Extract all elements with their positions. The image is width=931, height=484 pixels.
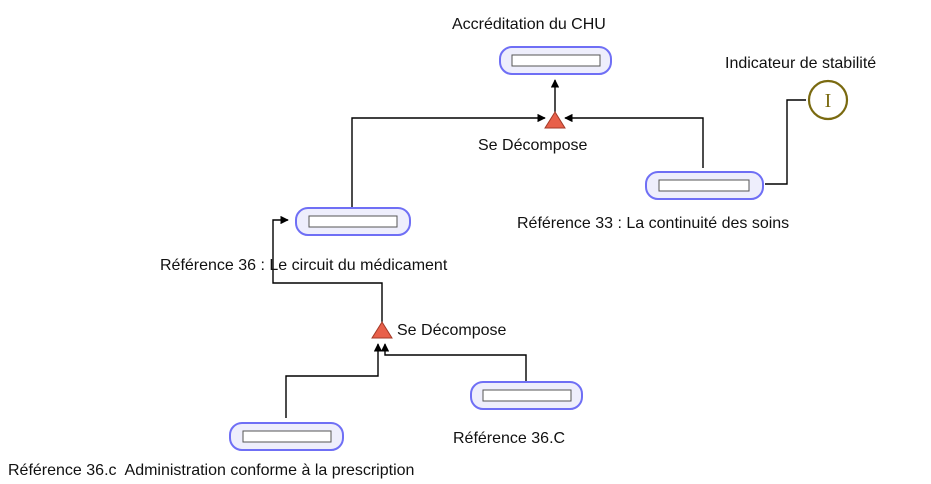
node-ref36c-lower[interactable]	[229, 422, 344, 451]
connectors	[272, 79, 806, 418]
node-inner-bar	[308, 215, 398, 228]
connector-ref33-to-indicator	[765, 99, 806, 185]
decompose-bottom-triangle[interactable]	[371, 321, 393, 339]
connector-ref33-to-decompose-top	[564, 113, 704, 168]
node-label-accreditation-chu: Accréditation du CHU	[452, 16, 606, 33]
connector-decompose-bottom-to-ref36	[272, 215, 383, 322]
node-inner-bar	[658, 179, 750, 192]
node-inner-bar	[511, 54, 601, 67]
connector-ref36c-to-decompose-bottom	[285, 343, 383, 418]
node-label-ref33: Référence 33 : La continuité des soins	[517, 215, 789, 232]
node-inner-bar	[242, 430, 332, 443]
decompose-top-triangle[interactable]	[544, 111, 566, 129]
decompose-bottom-label: Se Décompose	[397, 322, 506, 339]
node-inner-bar	[482, 389, 572, 402]
node-ref33[interactable]	[645, 171, 764, 200]
connector-ref36-to-decompose-top	[351, 113, 546, 208]
node-label-ref36c-lower: Référence 36.c Administration conforme à…	[8, 462, 414, 479]
indicator-circle-icon[interactable]	[807, 79, 849, 121]
node-label-ref36: Référence 36 : Le circuit du médicament	[160, 257, 448, 274]
node-ref36C-upper[interactable]	[470, 381, 583, 410]
indicator-symbol: I	[825, 90, 832, 112]
node-label-ref36C-upper: Référence 36.C	[453, 430, 565, 447]
node-ref36[interactable]	[295, 207, 411, 236]
indicator-label: Indicateur de stabilité	[725, 55, 876, 72]
decompose-top-label: Se Décompose	[478, 137, 587, 154]
node-accreditation-chu[interactable]	[499, 46, 612, 75]
connector-ref36C-to-decompose-bottom	[380, 343, 527, 383]
